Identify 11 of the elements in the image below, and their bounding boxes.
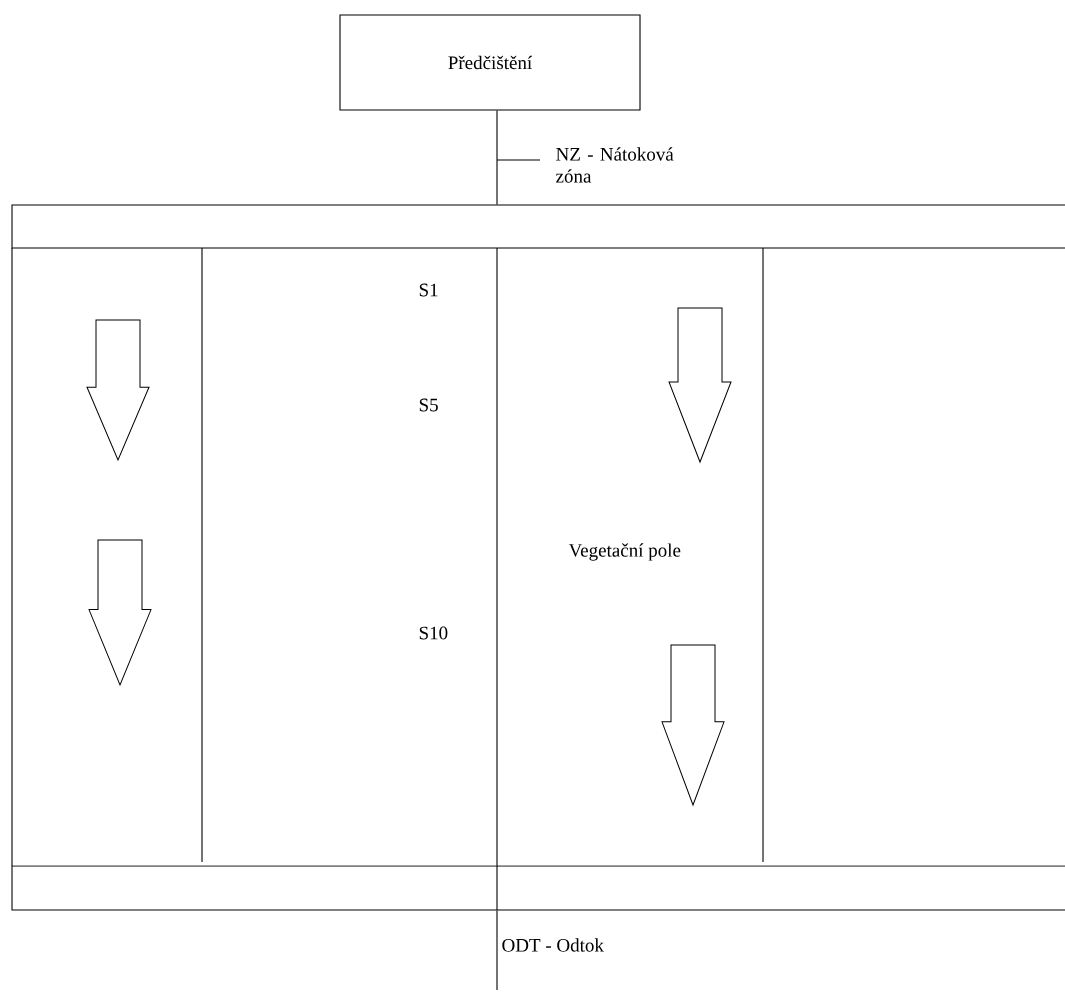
field-label: Vegetační pole bbox=[568, 543, 681, 561]
zone-band bbox=[11, 204, 1065, 249]
section-label: S1 bbox=[419, 283, 438, 297]
outflow-label: ODT - Odtok bbox=[502, 938, 604, 952]
section-label: S10 bbox=[419, 626, 448, 640]
zone-label: NZ - Nátoková zóna bbox=[556, 147, 674, 183]
connector-line bbox=[496, 910, 498, 991]
process-box: Předčištění bbox=[339, 14, 641, 111]
section-label: S5 bbox=[419, 398, 438, 412]
zone-band bbox=[11, 865, 1065, 911]
connector-line bbox=[496, 110, 498, 205]
